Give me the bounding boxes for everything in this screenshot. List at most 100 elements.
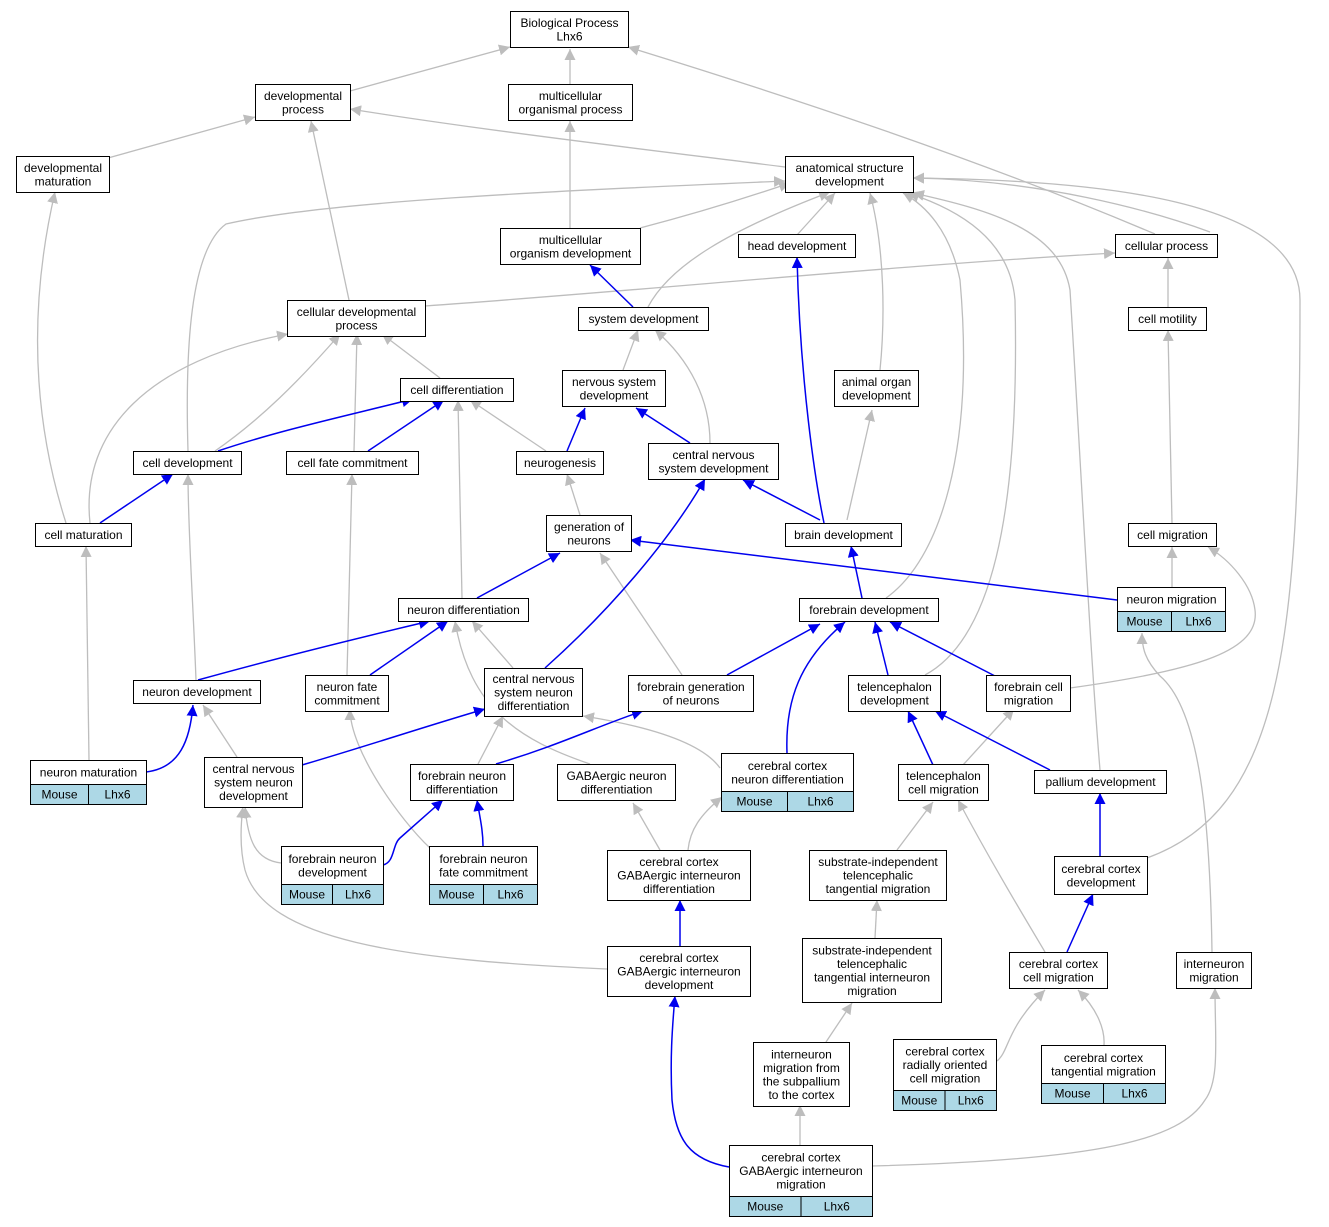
term-node-braindev[interactable]: brain development xyxy=(785,523,902,547)
term-label-line: cell migration xyxy=(1137,528,1208,542)
edge xyxy=(957,799,1046,953)
term-box xyxy=(546,515,632,552)
annotation-gene: Lhx6 xyxy=(1185,615,1211,629)
edge xyxy=(369,620,449,676)
term-node-celldev[interactable]: cell development xyxy=(133,451,242,475)
term-label-line: telencephalon xyxy=(857,680,932,694)
term-box xyxy=(1128,523,1217,547)
term-node-sitm[interactable]: substrate-independenttelencephalictangen… xyxy=(809,850,947,901)
term-label-line: tangential migration xyxy=(1051,1064,1156,1078)
term-box xyxy=(1041,1045,1166,1084)
annotation-gene: Lhx6 xyxy=(824,1200,850,1214)
term-node-sitim[interactable]: substrate-independenttelencephalictangen… xyxy=(802,938,942,1003)
term-label-line: cerebral cortex xyxy=(1061,862,1140,876)
term-label-line: neuron development xyxy=(142,685,252,699)
term-node-sysdev[interactable]: system development xyxy=(578,307,709,331)
edge xyxy=(566,407,586,452)
term-node-neurdiff[interactable]: neuron differentiation xyxy=(398,598,529,622)
term-label-line: migration xyxy=(776,1178,825,1192)
term-node-celldiff[interactable]: cell differentiation xyxy=(400,378,514,402)
annotation-cell xyxy=(1103,1083,1166,1104)
term-label-line: of neurons xyxy=(663,693,720,707)
edge xyxy=(80,545,92,761)
term-node-palldev[interactable]: pallium development xyxy=(1034,770,1167,794)
term-label-line: forebrain neuron xyxy=(288,852,376,866)
term-node-neurogen[interactable]: neurogenesis xyxy=(516,451,604,475)
term-label-line: development xyxy=(298,865,367,879)
edge xyxy=(367,399,445,452)
edge xyxy=(885,192,965,599)
term-label-line: forebrain development xyxy=(809,603,929,617)
term-label-line: cerebral cortex xyxy=(905,1045,984,1059)
term-node-cellmig[interactable]: cell migration xyxy=(1128,523,1217,547)
term-label-line: cerebral cortex xyxy=(761,1151,840,1165)
term-label-line: development xyxy=(580,388,649,402)
term-label-line: telencephalic xyxy=(837,957,907,971)
term-node-cellmot[interactable]: cell motility xyxy=(1128,307,1207,331)
edge xyxy=(36,191,67,524)
term-box xyxy=(799,598,939,622)
term-box xyxy=(1128,307,1207,331)
annotation-gene: Lhx6 xyxy=(104,788,130,802)
edge xyxy=(742,479,821,521)
term-node-neurdev[interactable]: neuron development xyxy=(133,680,261,704)
edge xyxy=(912,190,1101,771)
term-node-headdev[interactable]: head development xyxy=(738,234,856,258)
term-label-line: central nervous xyxy=(492,672,574,686)
term-label-line: neuron fate xyxy=(317,680,378,694)
edge xyxy=(346,473,358,676)
edge xyxy=(912,172,1211,233)
edge xyxy=(622,329,640,371)
term-box xyxy=(802,938,942,1003)
edge xyxy=(896,801,934,851)
term-node-fbdev[interactable]: forebrain development xyxy=(799,598,939,622)
annotation-gene: Lhx6 xyxy=(807,795,833,809)
term-node-cellmat[interactable]: cell maturation xyxy=(35,523,132,547)
term-label-line: interneuron xyxy=(771,1047,832,1061)
edge xyxy=(872,621,889,676)
term-node-cellproc[interactable]: cellular process xyxy=(1115,234,1218,258)
term-label-line: migration xyxy=(1189,970,1238,984)
edge xyxy=(934,710,1051,771)
term-box xyxy=(400,378,514,402)
term-label-line: neuron migration xyxy=(1126,593,1216,607)
term-label-line: cell fate commitment xyxy=(297,456,408,470)
term-node-cfc[interactable]: cell fate commitment xyxy=(286,451,419,475)
term-label-line: development xyxy=(219,789,288,803)
